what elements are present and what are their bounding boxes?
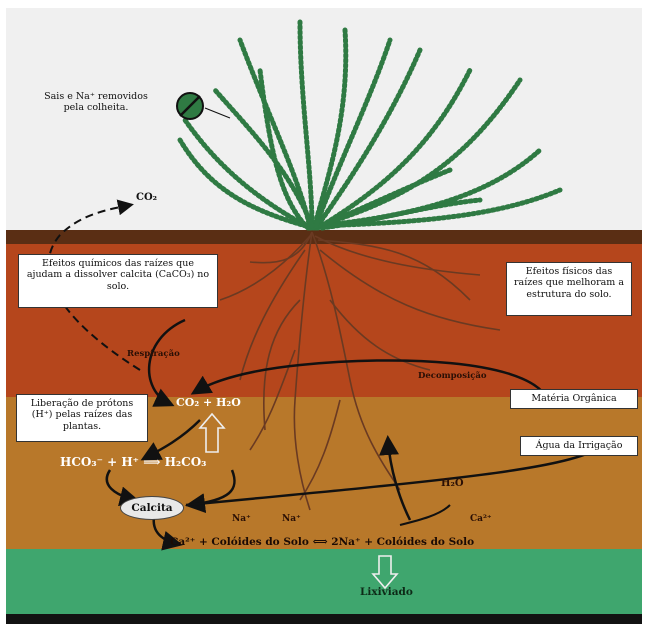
harvest-note: Sais e Na⁺ removidos pela colheita.	[26, 92, 166, 114]
harvest-note-line2: pela colheita.	[26, 103, 166, 114]
sky-layer	[6, 8, 642, 230]
physical-effects-box: Efeitos físicos das raízes que melhoram …	[506, 262, 632, 316]
exchange-equation: Ca²⁺ + Colóides do Solo ⟺ 2Na⁺ + Colóide…	[170, 536, 474, 548]
decomposition-label: Decomposição	[418, 372, 487, 382]
groundwater-layer	[6, 549, 642, 614]
proton-release-box: Liberação de prótons (H⁺) pelas raízes d…	[16, 394, 148, 442]
bedrock-layer	[6, 614, 642, 624]
leached-label: Lixiviado	[360, 586, 413, 598]
co2-h2o-label: CO₂ + H₂O	[176, 397, 241, 410]
co2-label: CO₂	[136, 192, 157, 204]
respiration-label: Respiração	[127, 350, 180, 360]
calcite-ellipse: Calcita	[120, 496, 184, 520]
organic-matter-box: Matéria Orgânica	[510, 389, 638, 409]
irrigation-water-box: Água da Irrigação	[520, 436, 638, 456]
calcium-label-right: Ca²⁺	[470, 514, 492, 524]
carbonate-equation: HCO₃⁻ + H⁺ ⟹ H₂CO₃	[60, 456, 206, 470]
sodium-label-mid: Na⁺	[282, 514, 301, 524]
sodium-label-left: Na⁺	[232, 514, 251, 524]
topsoil-layer	[6, 230, 642, 244]
chemical-effects-box: Efeitos químicos das raízes que ajudam a…	[18, 254, 218, 308]
calcite-label: Calcita	[131, 502, 172, 514]
water-label: H₂O	[441, 478, 464, 490]
